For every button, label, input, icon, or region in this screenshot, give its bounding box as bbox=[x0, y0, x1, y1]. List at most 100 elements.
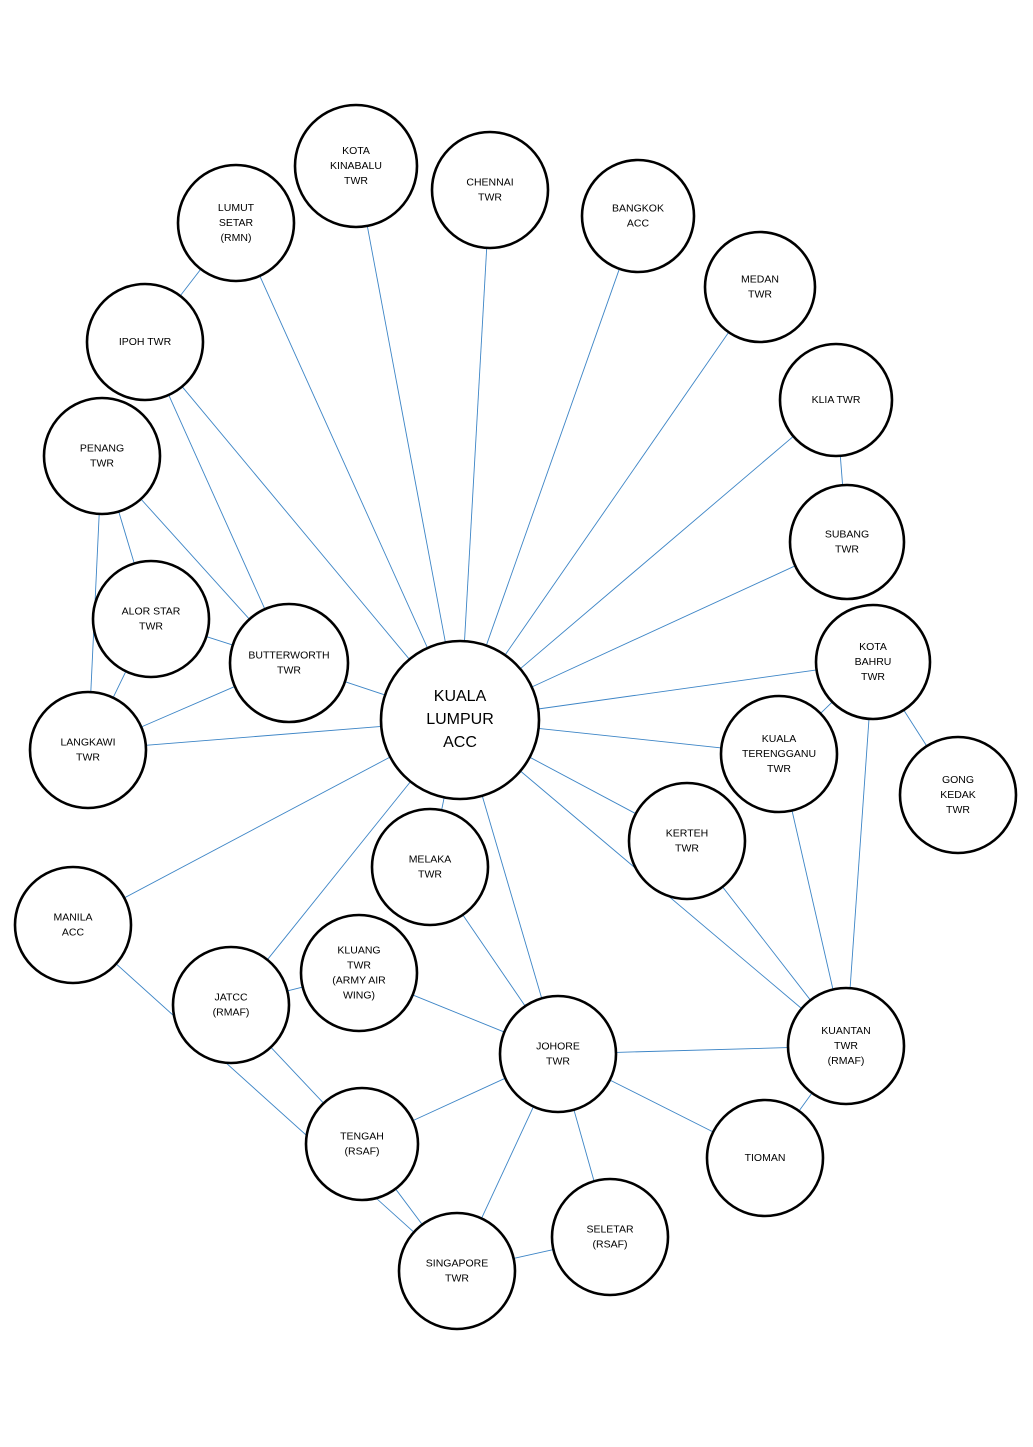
edge-melaka-johore bbox=[462, 914, 526, 1007]
node-label-line: KLUANG bbox=[337, 944, 380, 956]
node-kota-bahru: KOTA BAHRU TWR bbox=[814, 603, 932, 721]
node-label-line: TERENGGANU bbox=[742, 748, 816, 760]
node-label-line: TWR bbox=[76, 751, 100, 763]
edge-kuantan-tioman bbox=[798, 1092, 813, 1112]
node-label-line: TWR bbox=[861, 671, 885, 683]
node-label-line: TWR bbox=[139, 620, 163, 632]
node-circle bbox=[293, 103, 419, 229]
node-circle bbox=[379, 639, 541, 801]
node-label-line: TWR bbox=[445, 1272, 469, 1284]
node-circle bbox=[370, 807, 490, 927]
edge-lumut-ipoh bbox=[179, 268, 202, 297]
edge-kl_acc-johore bbox=[481, 795, 543, 999]
node-label-line: (RMAF) bbox=[213, 1006, 250, 1018]
edge-kluang-jatcc bbox=[287, 986, 303, 992]
edge-kl_acc-melaka bbox=[441, 797, 445, 811]
node-label-line: (RSAF) bbox=[345, 1145, 380, 1157]
node-circle bbox=[550, 1177, 670, 1297]
edge-kl_acc-bangkok bbox=[485, 268, 620, 646]
edge-kl_acc-lumut bbox=[259, 275, 428, 649]
edge-butterworth-langkawi bbox=[141, 685, 236, 728]
node-label-line: ACC bbox=[627, 217, 650, 229]
edge-alor_star-butterworth bbox=[206, 636, 233, 646]
node-circle bbox=[705, 1098, 825, 1218]
edge-ipoh-butterworth bbox=[168, 394, 266, 610]
node-circle bbox=[498, 994, 618, 1114]
node-label-line: (ARMY AIR bbox=[332, 974, 386, 986]
edge-johore-singapore bbox=[481, 1106, 534, 1219]
edge-kerteh-kuantan bbox=[722, 886, 811, 1001]
node-circle bbox=[430, 130, 550, 250]
node-label-line: ACC bbox=[443, 734, 477, 751]
edge-penang-alor_star bbox=[118, 511, 135, 564]
node-label-line: TWR bbox=[90, 457, 114, 469]
node-label-line: MANILA bbox=[53, 911, 92, 923]
node-label-line: TWR bbox=[835, 543, 859, 555]
edge-jatcc-tengah bbox=[270, 1046, 324, 1104]
node-label-line: KOTA bbox=[342, 145, 370, 157]
edge-kl_acc-jatcc bbox=[266, 781, 411, 961]
node-label-line: SUBANG bbox=[825, 528, 869, 540]
edge-kota_bahru-kuala_terengganu bbox=[820, 701, 833, 714]
node-circle bbox=[28, 690, 148, 810]
node-circle bbox=[42, 396, 162, 516]
node-label-line: KUALA bbox=[762, 733, 796, 745]
edge-kuala_terengganu-kuantan bbox=[791, 810, 834, 990]
node-tengah: TENGAH (RSAF) bbox=[304, 1086, 420, 1202]
node-circle bbox=[299, 913, 419, 1033]
node-label-line: TWR bbox=[748, 288, 772, 300]
node-label-line: ALOR STAR bbox=[122, 605, 181, 617]
edge-kl_acc-kuala_terengganu bbox=[538, 727, 722, 749]
node-circle bbox=[898, 735, 1018, 855]
edge-alor_star-langkawi bbox=[112, 671, 127, 698]
edge-kl_acc-kota_bahru bbox=[538, 669, 817, 710]
node-seletar: SELETAR(RSAF) bbox=[550, 1177, 670, 1297]
node-label-line: (RMN) bbox=[221, 232, 252, 244]
node-label-line: TIOMAN bbox=[745, 1152, 786, 1164]
edge-kl_acc-medan bbox=[504, 331, 730, 656]
node-label-line: BAHRU bbox=[855, 656, 892, 668]
node-circle bbox=[397, 1211, 517, 1331]
node-circle bbox=[814, 603, 932, 721]
node-circle bbox=[304, 1086, 420, 1202]
edge-kl_acc-manila bbox=[124, 756, 391, 899]
node-label-line: TENGAH bbox=[340, 1130, 384, 1142]
edge-kl_acc-butterworth bbox=[344, 681, 386, 696]
edge-kl_acc-subang bbox=[531, 565, 796, 688]
node-label-line: PENANG bbox=[80, 442, 124, 454]
edge-seletar-singapore bbox=[513, 1249, 554, 1259]
node-label-line: TWR bbox=[675, 842, 699, 854]
node-label-line: TWR bbox=[946, 804, 970, 816]
edge-penang-butterworth bbox=[140, 498, 250, 620]
edge-kluang-johore bbox=[412, 994, 505, 1033]
node-label-line: KUANTAN bbox=[821, 1025, 870, 1037]
node-circle bbox=[778, 342, 894, 458]
node-label-line: KEDAK bbox=[940, 789, 976, 801]
edge-kota_bahru-gong_kedak bbox=[903, 709, 928, 747]
edge-kl_acc-kerteh bbox=[529, 756, 637, 815]
node-label-line: KERTEH bbox=[666, 827, 708, 839]
node-circle bbox=[176, 163, 296, 283]
node-tioman: TIOMAN bbox=[705, 1098, 825, 1218]
node-label-line: LUMPUR bbox=[426, 711, 494, 728]
node-label-line: TWR bbox=[344, 175, 368, 187]
node-label-line: SINGAPORE bbox=[426, 1257, 488, 1269]
node-label-line: TWR bbox=[418, 868, 442, 880]
node-label-line: KOTA bbox=[859, 641, 887, 653]
edge-johore-tioman bbox=[609, 1079, 714, 1133]
node-klia: KLIA TWR bbox=[778, 342, 894, 458]
node-label-line: SELETAR bbox=[586, 1223, 633, 1235]
node-circle bbox=[91, 559, 211, 679]
node-subang: SUBANG TWR bbox=[788, 483, 906, 601]
